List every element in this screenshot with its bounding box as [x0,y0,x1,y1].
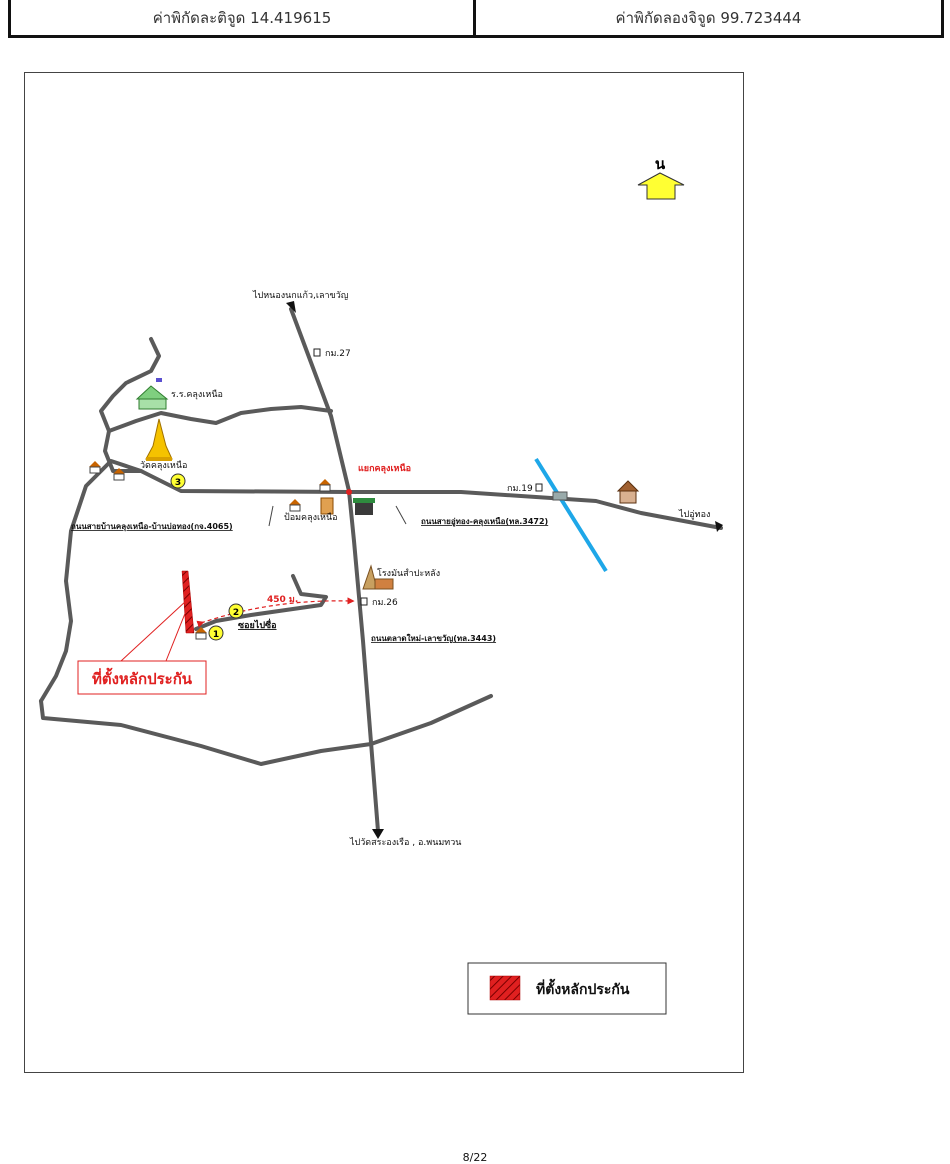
marker-1: 1 [208,625,224,641]
arrow-south [372,829,384,839]
arrow-east [715,521,723,532]
svg-text:3: 3 [175,478,181,488]
svg-text:1: 1 [213,630,219,640]
marker-2: 2 [228,603,244,619]
north-label: น [655,155,666,173]
temple-lane [107,405,333,433]
label-school: ร.ร.คลุงเหนือ [171,389,223,400]
junction-label: แยกคลุงเหนือ [358,462,411,474]
leader-lines [268,505,407,527]
callout-leaders [120,600,187,662]
milestone-icon [360,597,368,606]
label-road-east: ถนนสายอู่ทอง-คลุงเหนือ(ทล.3472) [421,516,548,527]
school-icon [135,378,169,410]
location-map: ที่ตั้งหลักประกัน 450 ม. แยกคลุงเหนือ 1 … [39,155,723,1015]
north-south-road [289,307,380,833]
label-km26: กม.26 [372,598,398,608]
callout-text: ที่ตั้งหลักประกัน [92,667,193,688]
latitude-cell: ค่าพิกัดละติจูด 14.419615 [8,0,476,38]
callout-box [77,660,207,695]
svg-text:2: 2 [233,608,239,618]
factory-icon [362,564,394,590]
house-icon [113,468,125,481]
south-loop-road [39,694,493,766]
label-road-west: ถนนสายบ้านคลุงเหนือ-บ้านบ่อทอง(กจ.4065) [71,521,233,532]
river [534,457,608,573]
junction-dot [346,489,352,495]
label-temple: วัดคลุงเหนือ [140,460,187,471]
legend: ที่ตั้งหลักประกัน [467,962,667,1015]
label-km27: กม.27 [325,349,351,359]
page-number: 8/22 [462,1151,488,1164]
house-icon [319,479,331,492]
school-road [99,337,161,473]
distance-label: 450 ม. [267,595,298,605]
house-icon [89,461,101,474]
map-frame: ที่ตั้งหลักประกัน 450 ม. แยกคลุงเหนือ 1 … [24,72,744,1073]
bridge-icon [552,491,568,501]
milestone-icon [313,348,321,357]
label-factory: โรงมันสำปะหลัง [377,568,440,579]
north-arrow-icon [637,172,685,200]
house-icon [195,627,207,640]
marker-3: 3 [170,473,186,489]
label-to-south: ไปวัดสระองเรือ , อ.พนมทวน [349,837,461,848]
temple-icon [145,418,173,461]
label-km19: กม.19 [507,484,533,494]
label-to-north: ไปหนองนกแก้ว,เลาขวัญ [252,290,349,301]
label-road-south: ถนนตลาดใหม่-เลาขวัญ(ทล.3443) [371,633,496,644]
gas-station-icon [320,497,334,515]
milestone-icon [535,483,543,492]
longitude-label: ค่าพิกัดลองจิจูด 99.723444 [615,8,802,27]
longitude-cell: ค่าพิกัดลองจิจูด 99.723444 [476,0,944,38]
arrow-north [286,301,296,313]
label-soi: ซอยไปซื่อ [238,618,277,631]
label-gas-station: ป้อมคลุงเหนือ [284,512,338,523]
legend-swatch [489,975,521,1001]
collateral-parcel [181,570,195,634]
shop-icon [353,498,375,515]
gazebo-icon [616,480,640,504]
legend-label: ที่ตั้งหลักประกัน [536,978,630,998]
label-to-east: ไปอู่ทอง [678,509,710,520]
house-icon [289,499,301,512]
latitude-label: ค่าพิกัดละติจูด 14.419615 [152,8,332,27]
distance-path [196,597,355,628]
west-road [39,459,351,703]
road-arrows [286,301,723,839]
